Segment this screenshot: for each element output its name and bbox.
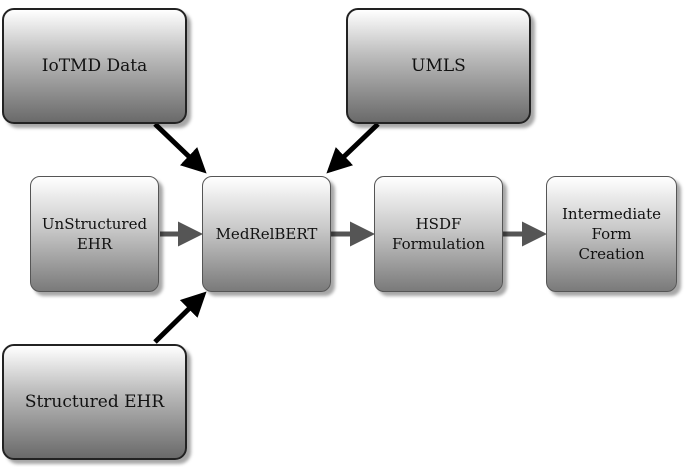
node-iotmd-data: IoTMD Data bbox=[2, 8, 187, 124]
node-intermediate-form-creation-label: Intermediate Form Creation bbox=[561, 205, 661, 263]
node-intermediate-form-creation: Intermediate Form Creation bbox=[546, 176, 677, 292]
node-iotmd-data-label: IoTMD Data bbox=[41, 56, 148, 76]
arrow-iotmd-to-medrelbert bbox=[153, 122, 207, 174]
node-umls-label: UMLS bbox=[411, 56, 466, 76]
node-hsdf-formulation-label: HSDF Formulation bbox=[392, 215, 485, 253]
arrow-structured-to-medrelbert bbox=[153, 291, 207, 344]
node-unstructured-ehr-label: UnStructured EHR bbox=[41, 215, 148, 253]
arrow-umls-to-medrelbert bbox=[326, 122, 380, 174]
node-structured-ehr-label: Structured EHR bbox=[24, 392, 165, 412]
node-hsdf-formulation: HSDF Formulation bbox=[374, 176, 503, 292]
node-unstructured-ehr: UnStructured EHR bbox=[30, 176, 159, 292]
node-structured-ehr: Structured EHR bbox=[2, 344, 187, 460]
node-umls: UMLS bbox=[346, 8, 531, 124]
node-medrelbert: MedRelBERT bbox=[202, 176, 331, 292]
node-medrelbert-label: MedRelBERT bbox=[215, 225, 318, 243]
